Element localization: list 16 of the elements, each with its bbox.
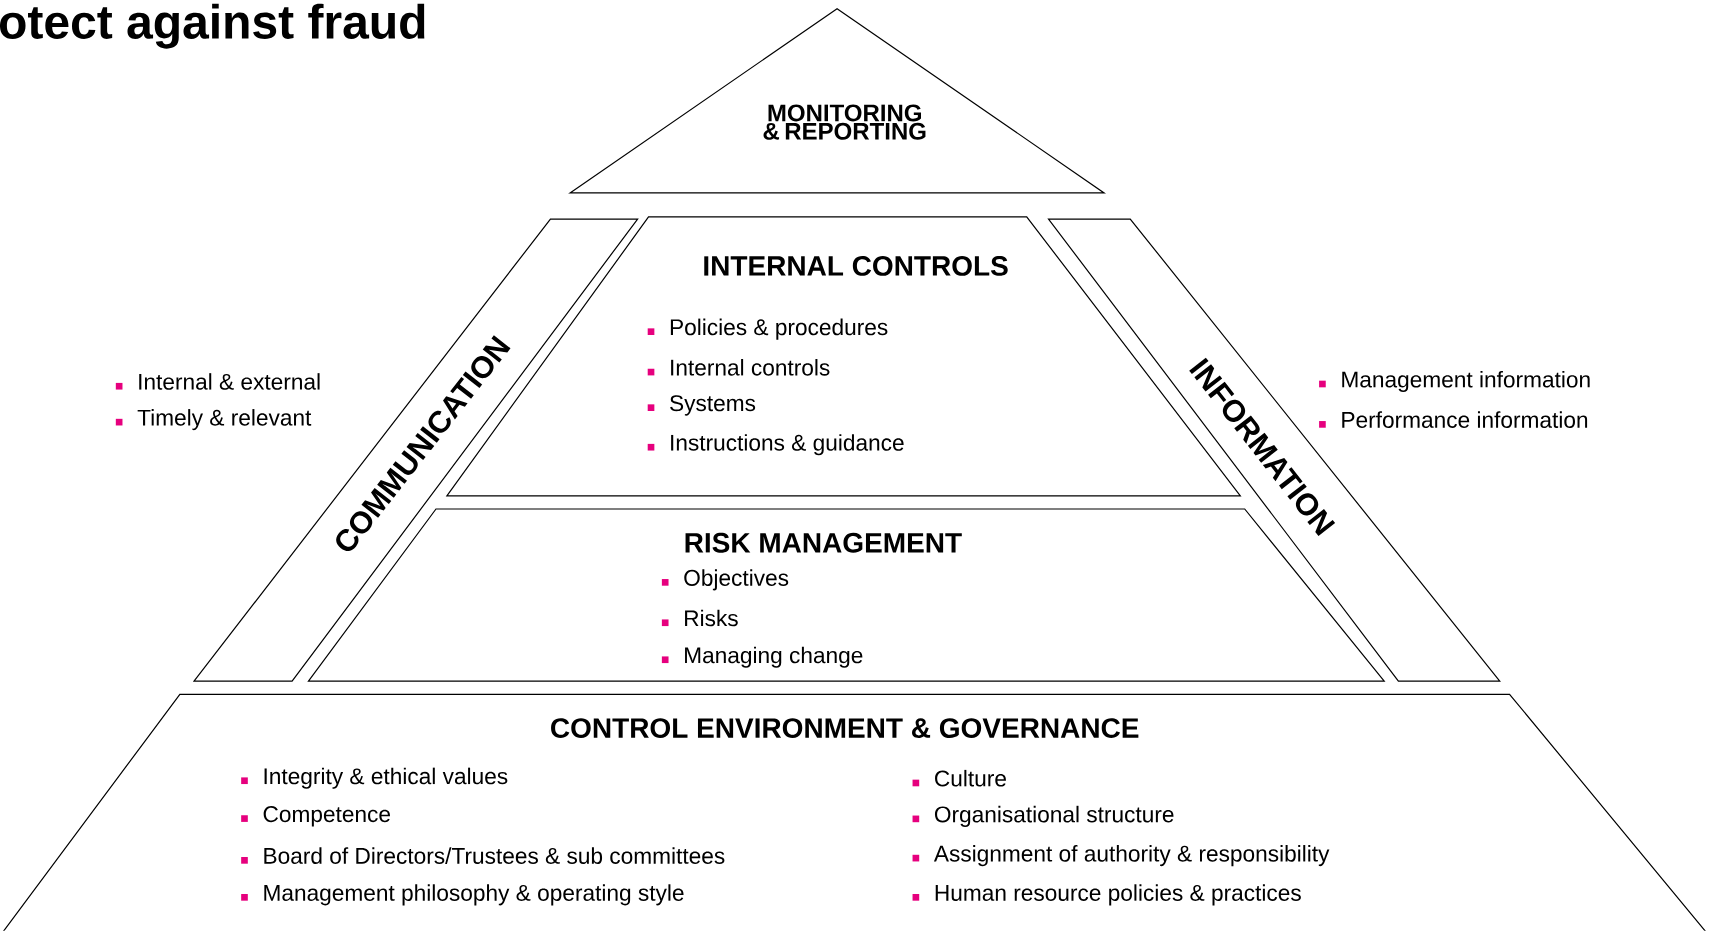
bullet-item: Board of Directors/Trustees & sub committees <box>241 847 725 865</box>
bullet-item: Culture <box>912 770 1006 787</box>
bullet-item: Management philosophy & operating style <box>241 884 684 906</box>
bullet-item: Organisational structure <box>912 805 1174 828</box>
bullet-item: Policies & procedures <box>647 318 888 340</box>
bullet-item: Competence <box>241 806 390 827</box>
bullet-item: Managing change <box>661 646 863 668</box>
bullet-item: Objectives <box>661 569 789 591</box>
bullet-item: Assignment of authority & responsibility <box>912 845 1330 867</box>
title: otect against fraud <box>0 3 425 49</box>
bullet-item: Instructions & guidance <box>647 434 904 456</box>
bullet-item: Risks <box>661 609 738 627</box>
bullet-item: Human resource policies & practices <box>912 884 1301 906</box>
bullet-item: Integrity & ethical values <box>241 767 508 789</box>
bullet-item: Systems <box>647 395 756 416</box>
bullet-item: Internal controls <box>647 359 830 376</box>
